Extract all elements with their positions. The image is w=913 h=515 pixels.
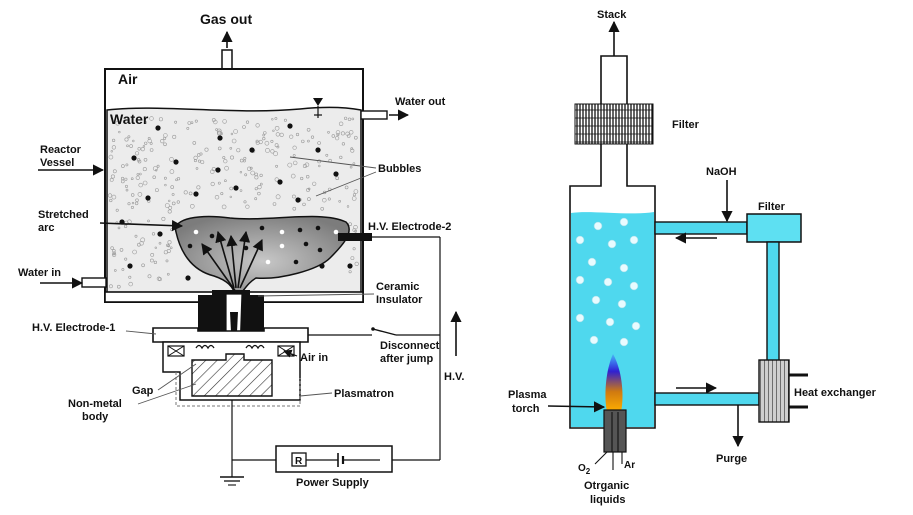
water-in-label: Water in bbox=[18, 267, 61, 279]
filter-top bbox=[574, 103, 654, 145]
o2-subscript: 2 bbox=[586, 467, 591, 476]
purge-label: Purge bbox=[716, 453, 747, 465]
scrubber-bubbles bbox=[575, 217, 641, 347]
circulation-pipe bbox=[766, 241, 780, 363]
gap-label: Gap bbox=[132, 385, 154, 397]
plasmatron-label: Plasmatron bbox=[334, 388, 394, 400]
filter-top-label: Filter bbox=[672, 119, 700, 131]
heat-exchanger bbox=[758, 359, 808, 423]
disconnect-switch bbox=[371, 327, 440, 336]
disconnect-label-1: Disconnect bbox=[380, 340, 440, 352]
hv-electrode-2 bbox=[338, 233, 441, 460]
filter-right bbox=[746, 213, 802, 243]
non-metal-body-label-1: Non-metal bbox=[68, 398, 122, 410]
reactor-vessel-label-2: Vessel bbox=[40, 157, 74, 169]
svg-text:O2: O2 bbox=[578, 463, 591, 476]
resistor-label: R bbox=[295, 456, 303, 467]
water-level-marker bbox=[313, 98, 323, 118]
organic-liquids-label-1: Otrganic bbox=[584, 480, 629, 492]
heat-exchanger-label: Heat exchanger bbox=[794, 387, 877, 399]
organic-liquids-label-2: liquids bbox=[590, 494, 625, 506]
hv-electrode-2-label: H.V. Electrode-2 bbox=[368, 221, 451, 233]
filter-right-label: Filter bbox=[758, 201, 786, 213]
arc-arrows bbox=[201, 230, 263, 293]
water-in-pipe bbox=[40, 277, 107, 289]
power-supply-label: Power Supply bbox=[296, 477, 370, 489]
stack-label: Stack bbox=[597, 9, 627, 21]
right-diagram: Stack Filter Filter NaOH Purge bbox=[508, 9, 877, 506]
return-pipe bbox=[654, 221, 748, 244]
stretched-arc-label-2: arc bbox=[38, 222, 55, 234]
ceramic-insulator-label-1: Ceramic bbox=[376, 281, 419, 293]
bubbles-label: Bubbles bbox=[378, 163, 421, 175]
non-metal-body-label-2: body bbox=[82, 411, 109, 423]
plasma-torch-label-1: Plasma bbox=[508, 389, 547, 401]
air-label: Air bbox=[118, 71, 138, 87]
outlet-pipe bbox=[654, 382, 760, 448]
water-out-label: Water out bbox=[395, 96, 446, 108]
water-label: Water bbox=[110, 111, 149, 127]
gas-out-label: Gas out bbox=[200, 11, 252, 27]
plasma-torch-label-2: torch bbox=[512, 403, 540, 415]
ground-symbol bbox=[220, 468, 244, 486]
air-in-label: Air in bbox=[300, 352, 328, 364]
o2-label: O bbox=[578, 463, 586, 474]
gas-out-pipe bbox=[221, 30, 233, 70]
power-supply bbox=[232, 445, 440, 473]
hv-electrode-1-label: H.V. Electrode-1 bbox=[32, 322, 115, 334]
plasma-torch bbox=[594, 354, 627, 470]
ar-label: Ar bbox=[624, 460, 635, 471]
hv-label: H.V. bbox=[444, 371, 464, 383]
disconnect-label-2: after jump bbox=[380, 353, 433, 365]
stretched-arc-label-1: Stretched bbox=[38, 209, 89, 221]
arc-particles bbox=[187, 225, 339, 265]
ceramic-insulator-label-2: Insulator bbox=[376, 294, 423, 306]
reactor-vessel-label-1: Reactor bbox=[40, 144, 82, 156]
left-diagram: Gas out Air Water Water out Reactor Vess… bbox=[18, 11, 464, 489]
water-out-pipe bbox=[360, 109, 410, 121]
naoh-label: NaOH bbox=[706, 166, 737, 178]
